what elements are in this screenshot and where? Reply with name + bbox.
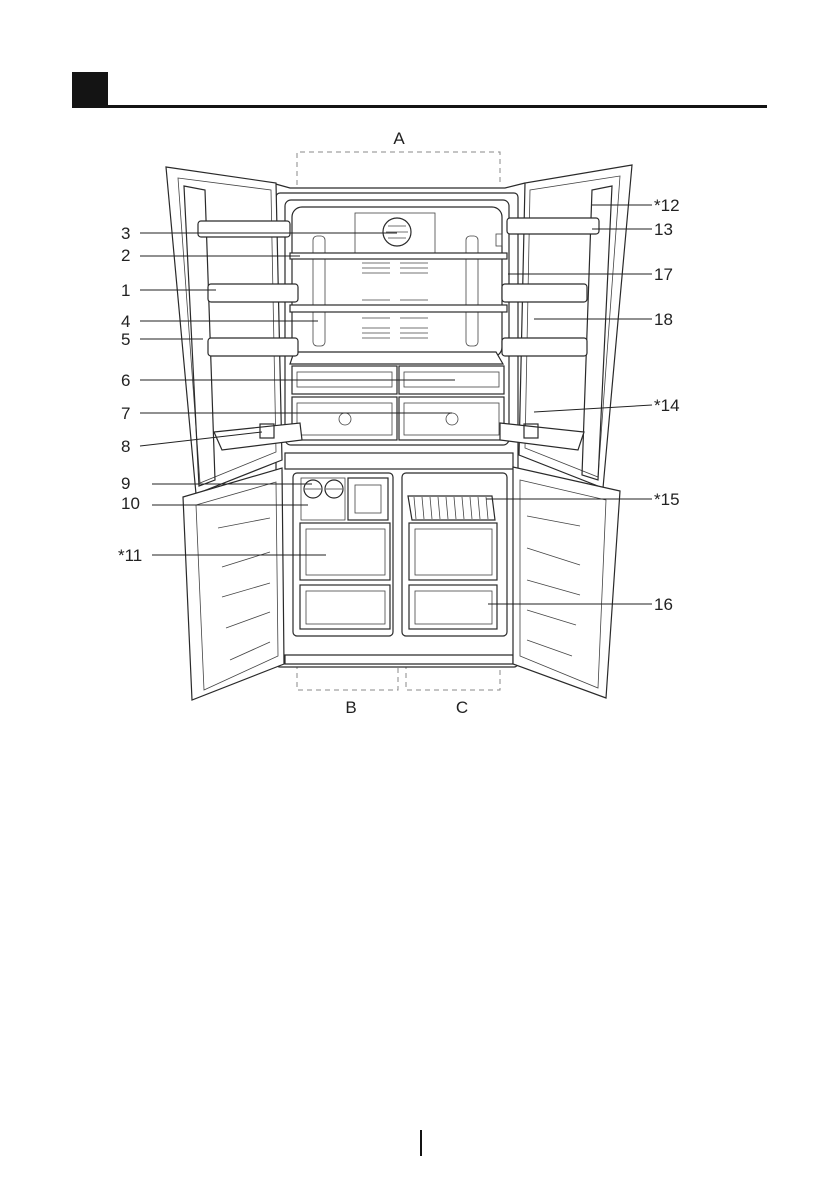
callout-18: 18 [654,310,673,329]
callout-9: 9 [121,474,130,493]
crisper-drawer-left [292,397,397,440]
left-door-bin-1 [198,221,290,237]
cabinet [272,183,525,667]
callout-1: 1 [121,281,130,300]
callout-13: 13 [654,220,673,239]
right-upper-door [500,165,632,488]
right-door-bin-2 [502,284,587,302]
left-door-bin-3 [208,338,298,356]
callout-16: 16 [654,595,673,614]
callout-11: *11 [118,546,142,565]
crisper-drawer-right [399,397,504,440]
zone-c-outline [406,664,500,690]
zone-b-outline [297,664,398,690]
zone-a-outline [297,152,500,185]
glass-shelf-lower [290,305,507,312]
callout-17: 17 [654,265,673,284]
callout-2: 2 [121,246,130,265]
right-lower-door [513,467,620,698]
glass-shelf-upper [290,253,507,259]
callout-5: 5 [121,330,130,349]
section-label-c: C [456,698,468,717]
callout-3: 3 [121,224,130,243]
callout-6: 6 [121,371,130,390]
compartment-divider [285,453,513,469]
callout-8: 8 [121,437,130,456]
callout-15: *15 [654,490,680,509]
section-label-b: B [345,698,356,717]
freezer-drawer-c-upper [409,523,497,580]
right-door-bin-3 [502,338,587,356]
callout-14: *14 [654,396,680,415]
page-marker [420,1130,422,1156]
callout-10: 10 [121,494,140,513]
left-lower-door [183,468,284,700]
freezer-drawer-b-lower [300,585,390,629]
freezer-drawer-b-upper [300,523,390,580]
callout-7: 7 [121,404,130,423]
right-door-bin-1 [507,218,599,234]
section-label-a: A [393,129,405,148]
callout-4: 4 [121,312,130,331]
left-door-bin-2 [208,284,298,302]
freezer-drawer-c-lower [409,585,497,629]
callout-12: *12 [654,196,680,215]
